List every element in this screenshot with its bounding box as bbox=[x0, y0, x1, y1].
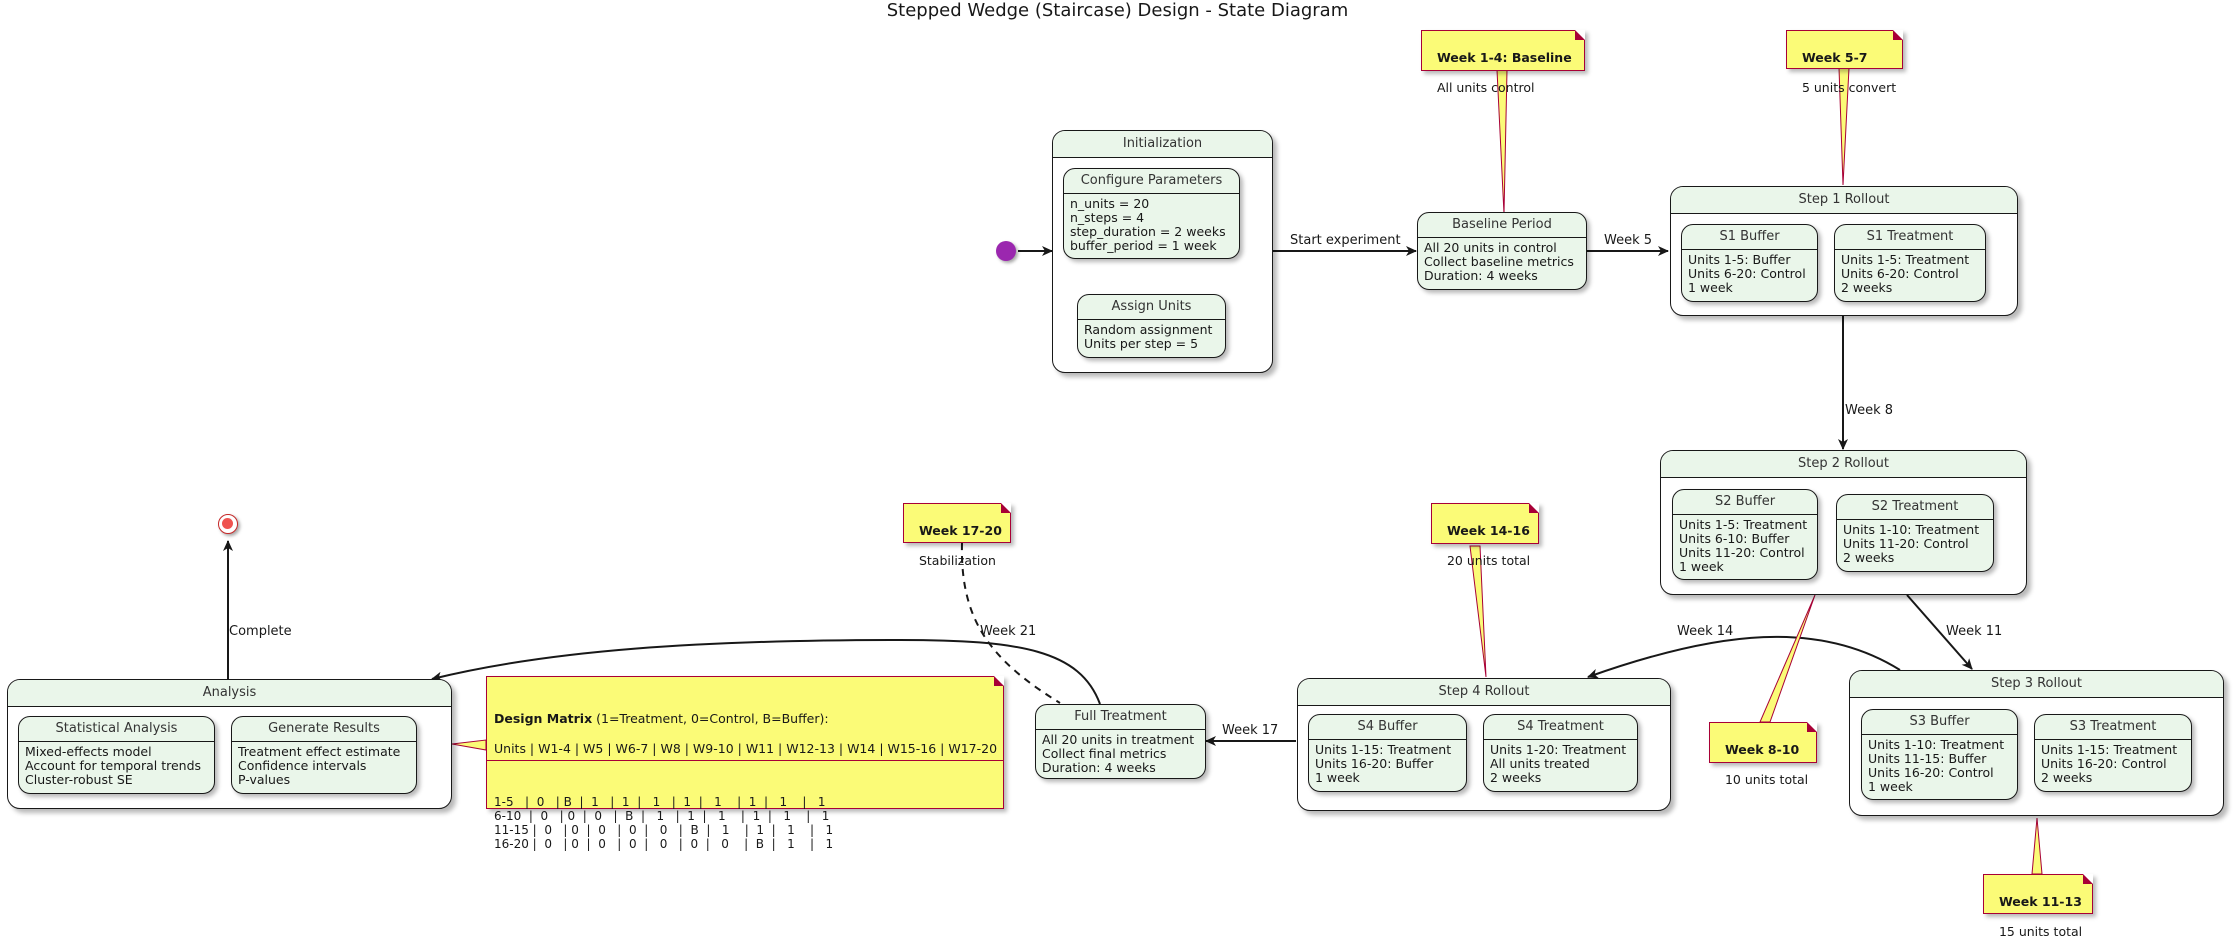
note-week-5-7-bold: Week 5-7 bbox=[1801, 50, 1868, 65]
s2-buffer-body: Units 1-5: Treatment Units 6-10: Buffer … bbox=[1679, 517, 1808, 574]
note-week-17-20: Week 17-20 Stabilization bbox=[903, 503, 1011, 568]
step4-rollout-title: Step 4 Rollout bbox=[1298, 679, 1670, 706]
step2-rollout-title: Step 2 Rollout bbox=[1661, 451, 2026, 478]
configure-parameters-title: Configure Parameters bbox=[1064, 169, 1239, 194]
s4-buffer-state[interactable]: S4 Buffer Units 1-15: Treatment Units 16… bbox=[1308, 714, 1467, 792]
note-connector-3 bbox=[1759, 594, 1816, 723]
statistical-analysis-title: Statistical Analysis bbox=[19, 717, 214, 742]
note-week-14-16-text: 20 units total bbox=[1446, 553, 1531, 568]
full-treatment-title: Full Treatment bbox=[1036, 705, 1205, 730]
s1-treatment-body: Units 1-5: Treatment Units 6-20: Control… bbox=[1841, 252, 1970, 295]
s3-treatment-body: Units 1-15: Treatment Units 16-20: Contr… bbox=[2041, 742, 2178, 785]
s3-treatment-state[interactable]: S3 Treatment Units 1-15: Treatment Units… bbox=[2034, 714, 2192, 792]
configure-parameters-state[interactable]: Configure Parameters n_units = 20 n_step… bbox=[1063, 168, 1240, 259]
s4-treatment-body: Units 1-20: Treatment All units treated … bbox=[1490, 742, 1627, 785]
s3-buffer-title: S3 Buffer bbox=[1862, 710, 2017, 735]
note-connector-dashed bbox=[960, 542, 1061, 704]
step3-rollout-title: Step 3 Rollout bbox=[1850, 671, 2223, 698]
edge-full-to-analysis bbox=[431, 638, 1101, 705]
full-treatment-state[interactable]: Full Treatment All 20 units in treatment… bbox=[1035, 704, 1206, 779]
edge-label-week5: Week 5 bbox=[1604, 233, 1653, 248]
final-state bbox=[218, 514, 238, 534]
assign-units-title: Assign Units bbox=[1078, 295, 1225, 320]
baseline-period-title: Baseline Period bbox=[1418, 213, 1586, 238]
s2-buffer-title: S2 Buffer bbox=[1673, 490, 1817, 515]
note-connector-4 bbox=[2031, 817, 2043, 875]
edge-label-week11: Week 11 bbox=[1946, 624, 2003, 639]
edge-label-week21: Week 21 bbox=[980, 624, 1037, 639]
note-week-1-4-bold: Week 1-4: Baseline bbox=[1436, 50, 1572, 65]
design-matrix-note: Design Matrix (1=Treatment, 0=Control, B… bbox=[486, 676, 1004, 851]
note-week-11-13-bold: Week 11-13 bbox=[1998, 894, 2082, 909]
note-week-5-7-text: 5 units convert bbox=[1801, 80, 1897, 95]
s2-treatment-state[interactable]: S2 Treatment Units 1-10: Treatment Units… bbox=[1836, 494, 1994, 572]
edge-label-week17: Week 17 bbox=[1222, 723, 1279, 738]
note-week-8-10-text: 10 units total bbox=[1724, 772, 1809, 787]
s4-treatment-title: S4 Treatment bbox=[1484, 715, 1637, 740]
s1-buffer-state[interactable]: S1 Buffer Units 1-5: Buffer Units 6-20: … bbox=[1681, 224, 1818, 302]
note-week-17-20-text: Stabilization bbox=[918, 553, 996, 568]
s2-treatment-body: Units 1-10: Treatment Units 11-20: Contr… bbox=[1843, 522, 1980, 565]
baseline-period-state[interactable]: Baseline Period All 20 units in control … bbox=[1417, 212, 1587, 290]
note-week-17-20-bold: Week 17-20 bbox=[918, 523, 1002, 538]
initial-state bbox=[996, 241, 1016, 261]
baseline-period-body: All 20 units in control Collect baseline… bbox=[1424, 240, 1574, 283]
configure-parameters-body: n_units = 20 n_steps = 4 step_duration =… bbox=[1070, 196, 1226, 253]
design-matrix-header: Design Matrix (1=Treatment, 0=Control, B… bbox=[487, 711, 1003, 761]
edge-step3-to-step4 bbox=[1587, 635, 1901, 679]
design-matrix-caption: (1=Treatment, 0=Control, B=Buffer): bbox=[592, 711, 829, 726]
note-week-14-16: Week 14-16 20 units total bbox=[1431, 503, 1539, 568]
note-week-11-13: Week 11-13 15 units total bbox=[1983, 874, 2093, 939]
assign-units-body: Random assignment Units per step = 5 bbox=[1084, 322, 1213, 351]
edge-label-week14: Week 14 bbox=[1677, 624, 1734, 639]
note-connector-5 bbox=[1469, 545, 1487, 678]
note-week-1-4-text: All units control bbox=[1436, 80, 1535, 95]
s3-buffer-body: Units 1-10: Treatment Units 11-15: Buffe… bbox=[1868, 737, 2005, 794]
s1-treatment-state[interactable]: S1 Treatment Units 1-5: Treatment Units … bbox=[1834, 224, 1986, 302]
s3-treatment-title: S3 Treatment bbox=[2035, 715, 2191, 740]
note-week-8-10-bold: Week 8-10 bbox=[1724, 742, 1800, 757]
s4-buffer-title: S4 Buffer bbox=[1309, 715, 1466, 740]
s1-buffer-title: S1 Buffer bbox=[1682, 225, 1817, 250]
s1-buffer-body: Units 1-5: Buffer Units 6-20: Control 1 … bbox=[1688, 252, 1806, 295]
design-matrix-title: Design Matrix bbox=[494, 711, 593, 726]
note-connector-6 bbox=[451, 739, 487, 751]
analysis-title: Analysis bbox=[8, 680, 451, 707]
edge-step2-to-step3 bbox=[1906, 594, 1973, 670]
edge-label-complete: Complete bbox=[229, 624, 292, 639]
statistical-analysis-body: Mixed-effects model Account for temporal… bbox=[25, 744, 202, 787]
generate-results-body: Treatment effect estimate Confidence int… bbox=[238, 744, 401, 787]
step1-rollout-title: Step 1 Rollout bbox=[1671, 187, 2017, 214]
note-week-11-13-text: 15 units total bbox=[1998, 924, 2083, 939]
diagram-title: Stepped Wedge (Staircase) Design - State… bbox=[886, 0, 1349, 21]
s1-treatment-title: S1 Treatment bbox=[1835, 225, 1985, 250]
generate-results-state[interactable]: Generate Results Treatment effect estima… bbox=[231, 716, 417, 794]
note-week-5-7: Week 5-7 5 units convert bbox=[1786, 30, 1903, 95]
s3-buffer-state[interactable]: S3 Buffer Units 1-10: Treatment Units 11… bbox=[1861, 709, 2018, 800]
generate-results-title: Generate Results bbox=[232, 717, 416, 742]
initialization-title: Initialization bbox=[1053, 131, 1272, 158]
s2-treatment-title: S2 Treatment bbox=[1837, 495, 1993, 520]
s4-treatment-state[interactable]: S4 Treatment Units 1-20: Treatment All u… bbox=[1483, 714, 1638, 792]
assign-units-state[interactable]: Assign Units Random assignment Units per… bbox=[1077, 294, 1226, 358]
design-matrix-rows: 1-5 | 0 | B | 1 | 1 | 1 | 1 | 1 | 1 | 1 … bbox=[494, 795, 834, 851]
s4-buffer-body: Units 1-15: Treatment Units 16-20: Buffe… bbox=[1315, 742, 1452, 785]
edge-label-week8: Week 8 bbox=[1845, 403, 1894, 418]
s2-buffer-state[interactable]: S2 Buffer Units 1-5: Treatment Units 6-1… bbox=[1672, 489, 1818, 580]
note-week-1-4: Week 1-4: Baseline All units control bbox=[1421, 30, 1585, 95]
design-matrix-columns: Units | W1-4 | W5 | W6-7 | W8 | W9-10 | … bbox=[494, 741, 998, 756]
note-week-14-16-bold: Week 14-16 bbox=[1446, 523, 1530, 538]
statistical-analysis-state[interactable]: Statistical Analysis Mixed-effects model… bbox=[18, 716, 215, 794]
note-week-8-10: Week 8-10 10 units total bbox=[1709, 722, 1817, 787]
full-treatment-body: All 20 units in treatment Collect final … bbox=[1042, 732, 1195, 775]
edge-label-start-experiment: Start experiment bbox=[1290, 233, 1401, 248]
